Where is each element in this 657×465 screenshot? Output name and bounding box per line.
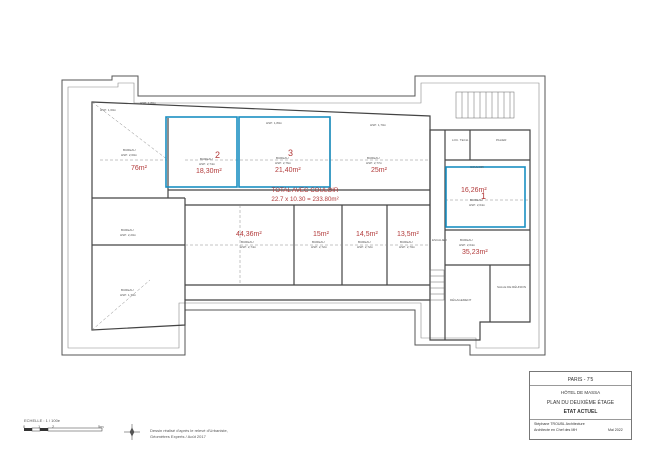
room-1-number: 1 (481, 191, 487, 201)
scale-label: ECHELLE : 1 / 100e (24, 418, 61, 423)
loc-tech-label: LOC. TECH. (452, 138, 469, 142)
title-building: HÔTEL DE MASSA (560, 390, 601, 395)
west-low-hsp: HSP: 1,70m (120, 293, 137, 297)
room-145-area: 14,5m² (356, 231, 378, 238)
room-44-hsp: HSP: 2,74m (240, 245, 257, 249)
highlight-room-2 (165, 116, 238, 188)
room-35-hsp: HSP: 2,64m (459, 243, 476, 247)
room-3-label: BUREAU (276, 156, 289, 160)
highlight-rooms (165, 116, 526, 228)
north-hsp-a: HSP: 1,80m (266, 121, 283, 125)
scale-tick-0: 0 (23, 424, 26, 429)
room-25-area: 25m² (371, 167, 387, 174)
degagement-label: DÉGAGEMENT (450, 298, 472, 302)
room-2-hsp: HSP: 2,74m (199, 162, 216, 166)
walls (91, 101, 431, 331)
escalier-label: ESCALIER (432, 238, 447, 242)
north-hsp-b: HSP: 1,70m (370, 123, 387, 127)
title-block: PARIS - 7'5 HÔTEL DE MASSA PLAN DU DEUXI… (529, 371, 632, 440)
title-plan: PLAN DU DEUXIÈME ÉTAGE (546, 400, 615, 406)
west-low-label: BUREAU (121, 288, 134, 292)
total-formula: 22.7 x 10.30 = 233.80m² (271, 196, 339, 203)
room-3-hsp: HSP: 2,76m (275, 161, 292, 165)
title-state: ETAT ACTUEL (563, 409, 598, 415)
room-25-label: BUREAU (367, 156, 380, 160)
room-15-label: BUREAU (312, 240, 325, 244)
west-mid-label: BUREAU (121, 228, 134, 232)
room-1-hsp: HSP: 2,64m (469, 203, 486, 207)
scale-bar (24, 427, 103, 432)
room-1-label: BUREAU (470, 198, 483, 202)
room-25-hsp: HSP: 2,77m (366, 161, 383, 165)
highlight-room-3 (238, 116, 331, 188)
room-3-number: 3 (288, 148, 294, 158)
room-1-area: 16,26m² (461, 187, 487, 194)
scale-tick-1: 1 (38, 424, 41, 429)
room-15-area: 15m² (313, 231, 329, 238)
salle-reunion-label: SALLE DE RÉUNION (497, 285, 527, 289)
room-2-number: 2 (215, 150, 221, 160)
room-44-area: 44,36m² (236, 231, 262, 238)
room-35-area: 35,23m² (462, 249, 488, 256)
room-35-label: BUREAU (460, 238, 473, 242)
palier-label: PALIER (496, 138, 507, 142)
room-2-area: 18,30m² (196, 168, 222, 175)
title-date: Mai 2022 (608, 428, 623, 432)
room-44-label: BUREAU (241, 240, 254, 244)
scale-tick-2: 2 (52, 424, 55, 429)
room-west-label: BUREAU (123, 148, 136, 152)
compass-icon (124, 424, 140, 440)
room-west-area: 76m² (131, 165, 147, 172)
couloir-label: COULOIR (470, 165, 484, 169)
room-3-area: 21,40m² (275, 167, 301, 174)
title-city: PARIS - 7'5 (567, 377, 594, 383)
east-wing (429, 129, 531, 341)
roof-beams (91, 101, 530, 331)
corridor-hsp: HSP: 1,80m (140, 101, 157, 105)
room-135-area: 13,5m² (397, 231, 419, 238)
room-west-hsp: HSP: 2,60m (121, 153, 138, 157)
room-145-hsp: HSP: 2,72m (357, 245, 374, 249)
stairs (429, 91, 515, 301)
west-upper-hsp: HSP: 1,60m (100, 108, 117, 112)
room-135-hsp: HSP: 2,70m (399, 245, 416, 249)
west-mid-hsp: HSP: 2,20m (120, 233, 137, 237)
room-135-label: BUREAU (400, 240, 413, 244)
room-2-label: BUREAU (200, 157, 213, 161)
roof-outline (61, 75, 546, 356)
room-15-hsp: HSP: 2,72m (311, 245, 328, 249)
total-title: TOTAL AVEC COULOIR (271, 187, 339, 194)
room-145-label: BUREAU (358, 240, 371, 244)
credits-line-2: Géomètres Experts / Août 2017 (150, 434, 206, 439)
highlight-room-1 (445, 166, 526, 228)
title-architect-role: Architecte en Chef des MH (534, 428, 577, 432)
credits-line-1: Dessin réalisé d'après le relevé d'Urban… (150, 428, 228, 433)
scale-tick-5m: 5m (98, 424, 104, 429)
title-architect: Stéphane TROUBL Architecture (534, 422, 585, 426)
